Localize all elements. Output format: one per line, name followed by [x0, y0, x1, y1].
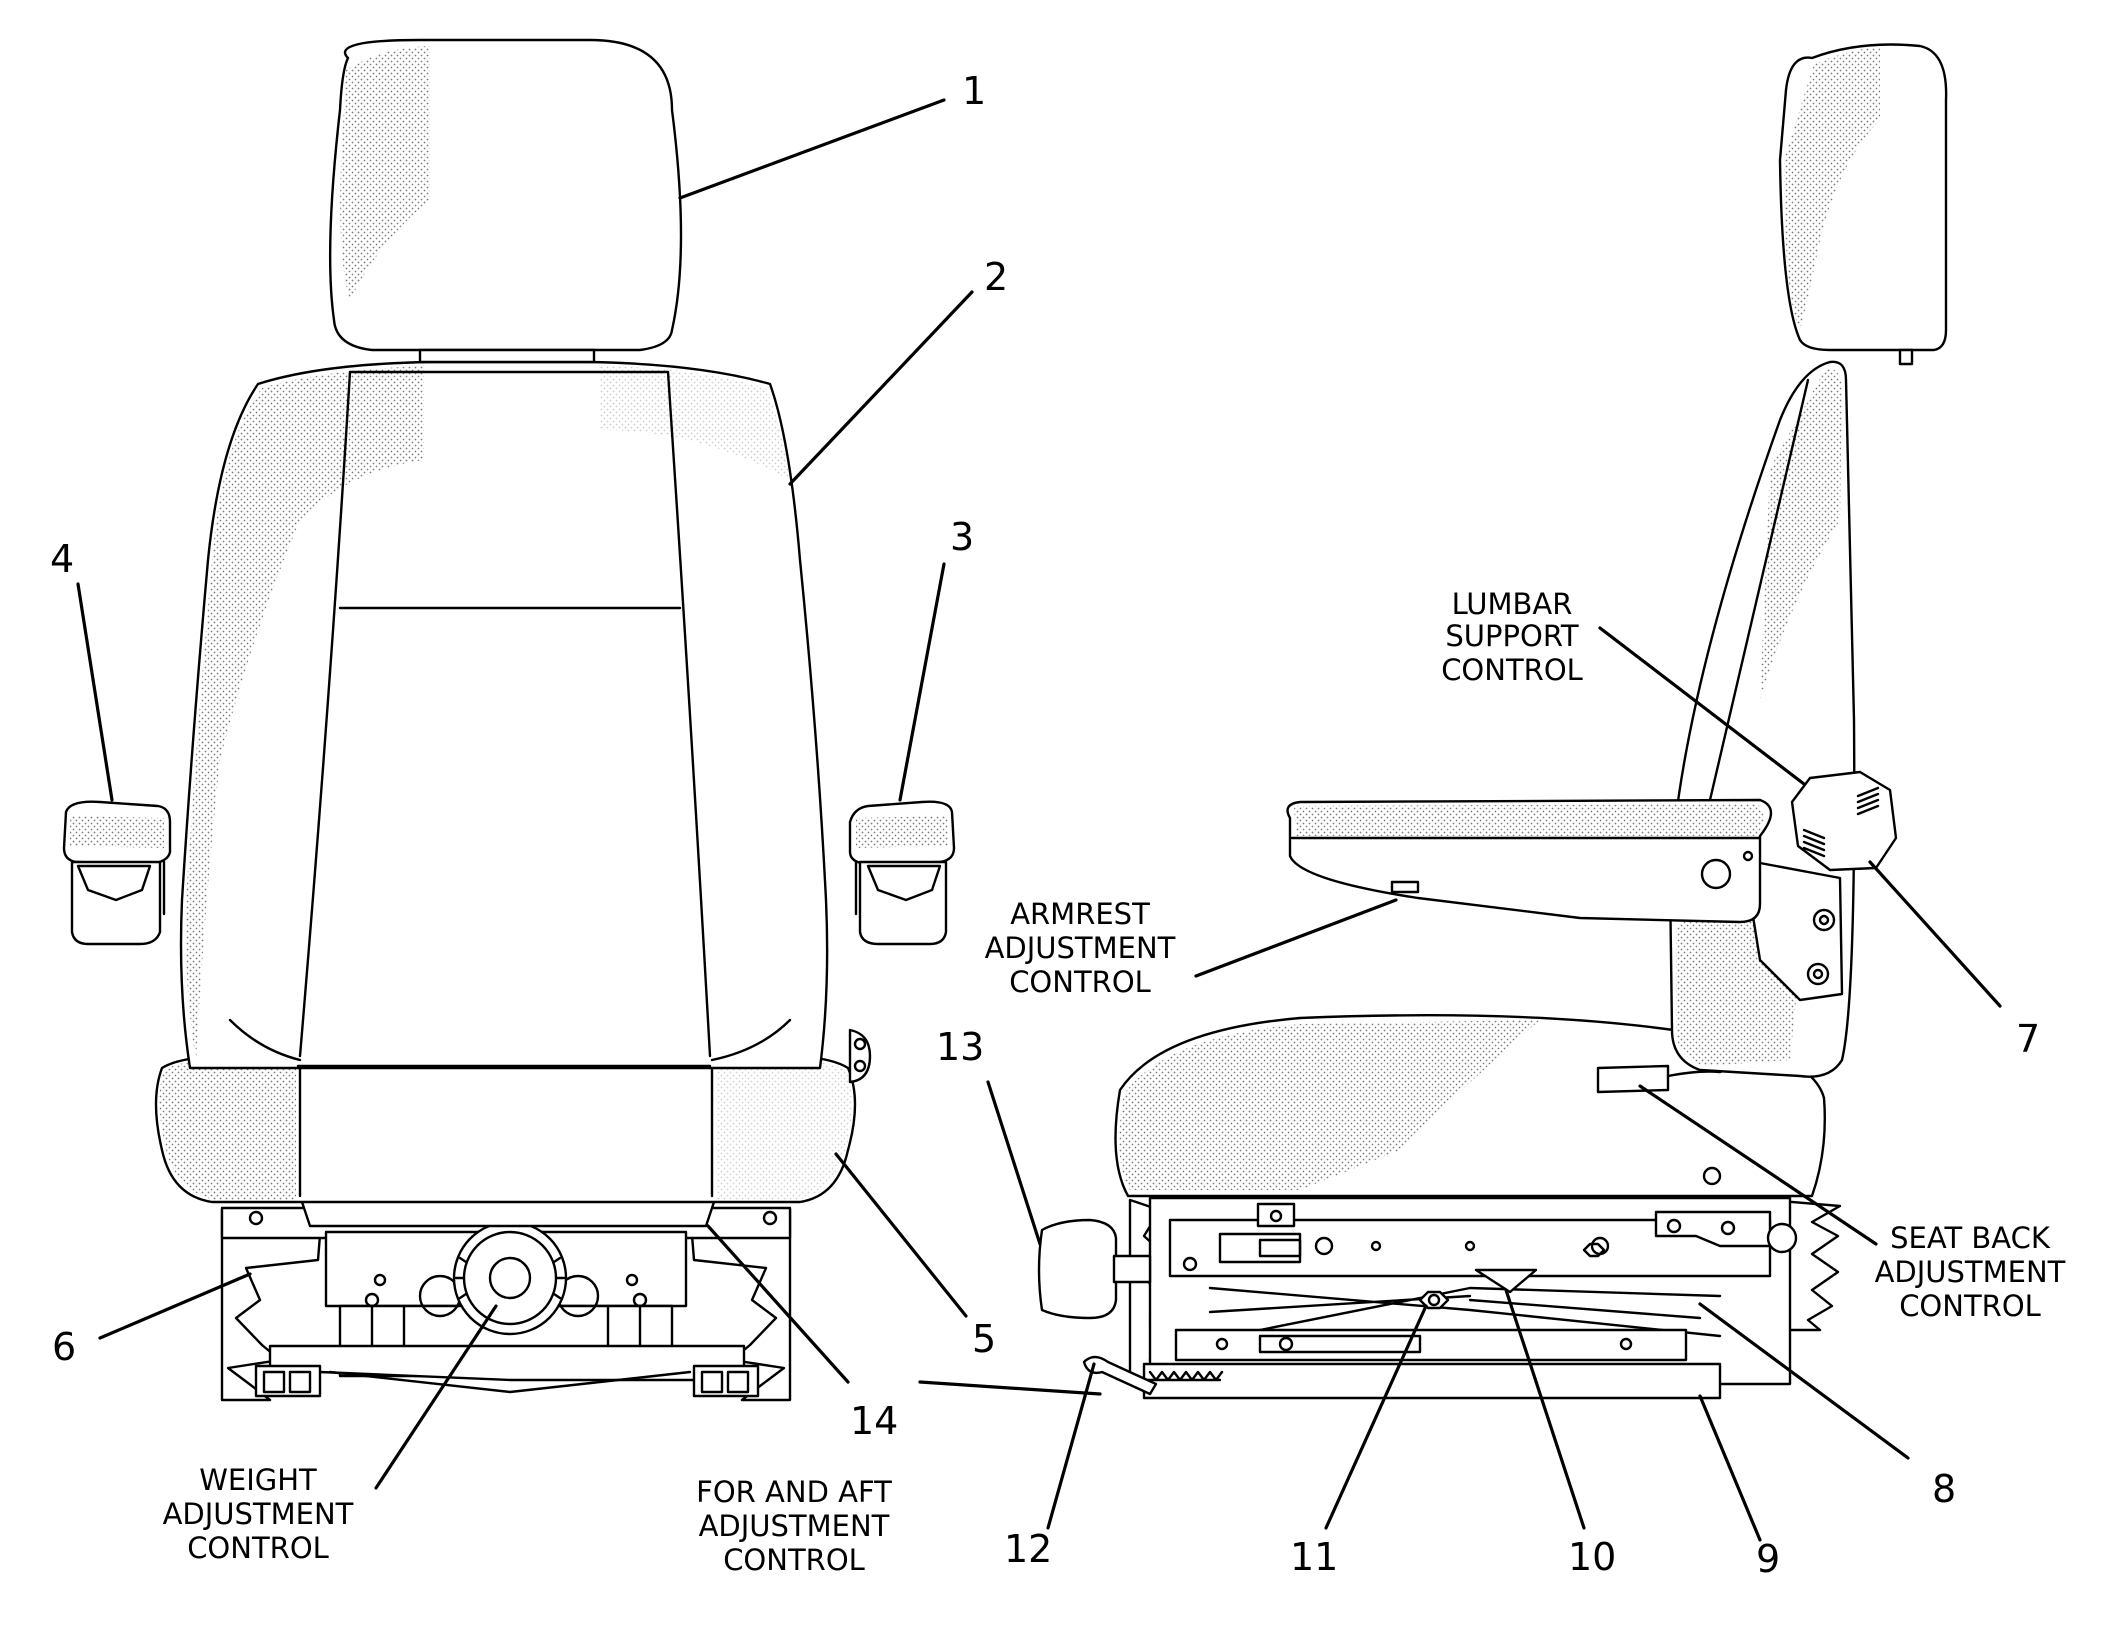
callout-3: 3 — [950, 515, 974, 559]
label-seat-back-line-2: ADJUSTMENT — [1875, 1255, 2066, 1289]
callout-8: 8 — [1932, 1467, 1956, 1511]
front-suspension-bellows-right — [688, 1208, 792, 1402]
callout-7: 7 — [2016, 1017, 2040, 1061]
fore-aft-lever — [1082, 1355, 1158, 1396]
side-view-seat — [1037, 43, 1948, 1400]
callout-9: 9 — [1756, 1537, 1780, 1581]
front-backrest — [179, 360, 829, 1070]
callout-1: 1 — [962, 69, 986, 113]
label-seat-back-line-3: CONTROL — [1899, 1289, 2041, 1323]
label-armrest-line-2: ADJUSTMENT — [985, 931, 1176, 965]
front-right-foot — [692, 1364, 760, 1398]
weight-adjustment-knob — [452, 1220, 568, 1336]
front-headrest-post — [418, 348, 596, 364]
label-lumbar-support-control: LUMBAR SUPPORT CONTROL — [1441, 587, 1583, 687]
front-suspension-bellows — [220, 1208, 324, 1402]
side-base-rail — [1142, 1362, 1722, 1400]
callout-5: 5 — [972, 1317, 996, 1361]
callout-11: 11 — [1290, 1535, 1338, 1579]
front-left-armrest — [62, 800, 172, 946]
label-lumbar-line-3: CONTROL — [1441, 653, 1583, 687]
callout-6: 6 — [52, 1325, 76, 1369]
label-fore-aft-line-1: FOR AND AFT — [696, 1475, 892, 1509]
label-weight-line-1: WEIGHT — [199, 1463, 317, 1497]
front-left-foot — [254, 1364, 322, 1398]
armrest-adjuster-tab — [1390, 880, 1420, 894]
callout-14: 14 — [850, 1399, 898, 1443]
label-lumbar-line-2: SUPPORT — [1445, 619, 1578, 653]
label-lumbar-line-1: LUMBAR — [1452, 587, 1573, 621]
label-seat-back-line-1: SEAT BACK — [1890, 1221, 2051, 1255]
callout-12: 12 — [1004, 1527, 1052, 1571]
front-view-seat — [62, 38, 956, 1402]
label-armrest-line-3: CONTROL — [1009, 965, 1151, 999]
leader-lines — [76, 98, 2002, 1542]
callout-10: 10 — [1568, 1535, 1616, 1579]
label-fore-aft-adjustment-control: FOR AND AFT ADJUSTMENT CONTROL — [696, 1475, 892, 1577]
side-headrest-post — [1898, 348, 1914, 366]
side-scissor-mechanism — [1208, 1286, 1722, 1342]
label-fore-aft-line-3: CONTROL — [723, 1543, 865, 1577]
label-fore-aft-line-2: ADJUSTMENT — [699, 1509, 890, 1543]
side-adjuster-nut — [1418, 1290, 1450, 1310]
callout-13: 13 — [936, 1025, 984, 1069]
callout-numbers: 1 2 3 4 5 6 7 8 9 10 11 12 13 14 — [50, 69, 2040, 1581]
front-backrest-center-panel — [298, 370, 712, 1058]
callout-2: 2 — [984, 255, 1008, 299]
side-lower-plate — [1174, 1328, 1688, 1362]
front-right-armrest — [848, 800, 956, 946]
label-weight-line-3: CONTROL — [187, 1531, 329, 1565]
label-weight-line-2: ADJUSTMENT — [163, 1497, 354, 1531]
side-upper-plate-details — [1182, 1202, 1798, 1272]
label-armrest-adjustment-control: ARMREST ADJUSTMENT CONTROL — [985, 897, 1176, 999]
callout-4: 4 — [50, 537, 74, 581]
label-weight-adjustment-control: WEIGHT ADJUSTMENT CONTROL — [163, 1463, 354, 1565]
label-seat-back-adjustment-control: SEAT BACK ADJUSTMENT CONTROL — [1875, 1221, 2066, 1323]
label-armrest-line-1: ARMREST — [1010, 897, 1150, 931]
side-knob-13 — [1037, 1218, 1152, 1320]
